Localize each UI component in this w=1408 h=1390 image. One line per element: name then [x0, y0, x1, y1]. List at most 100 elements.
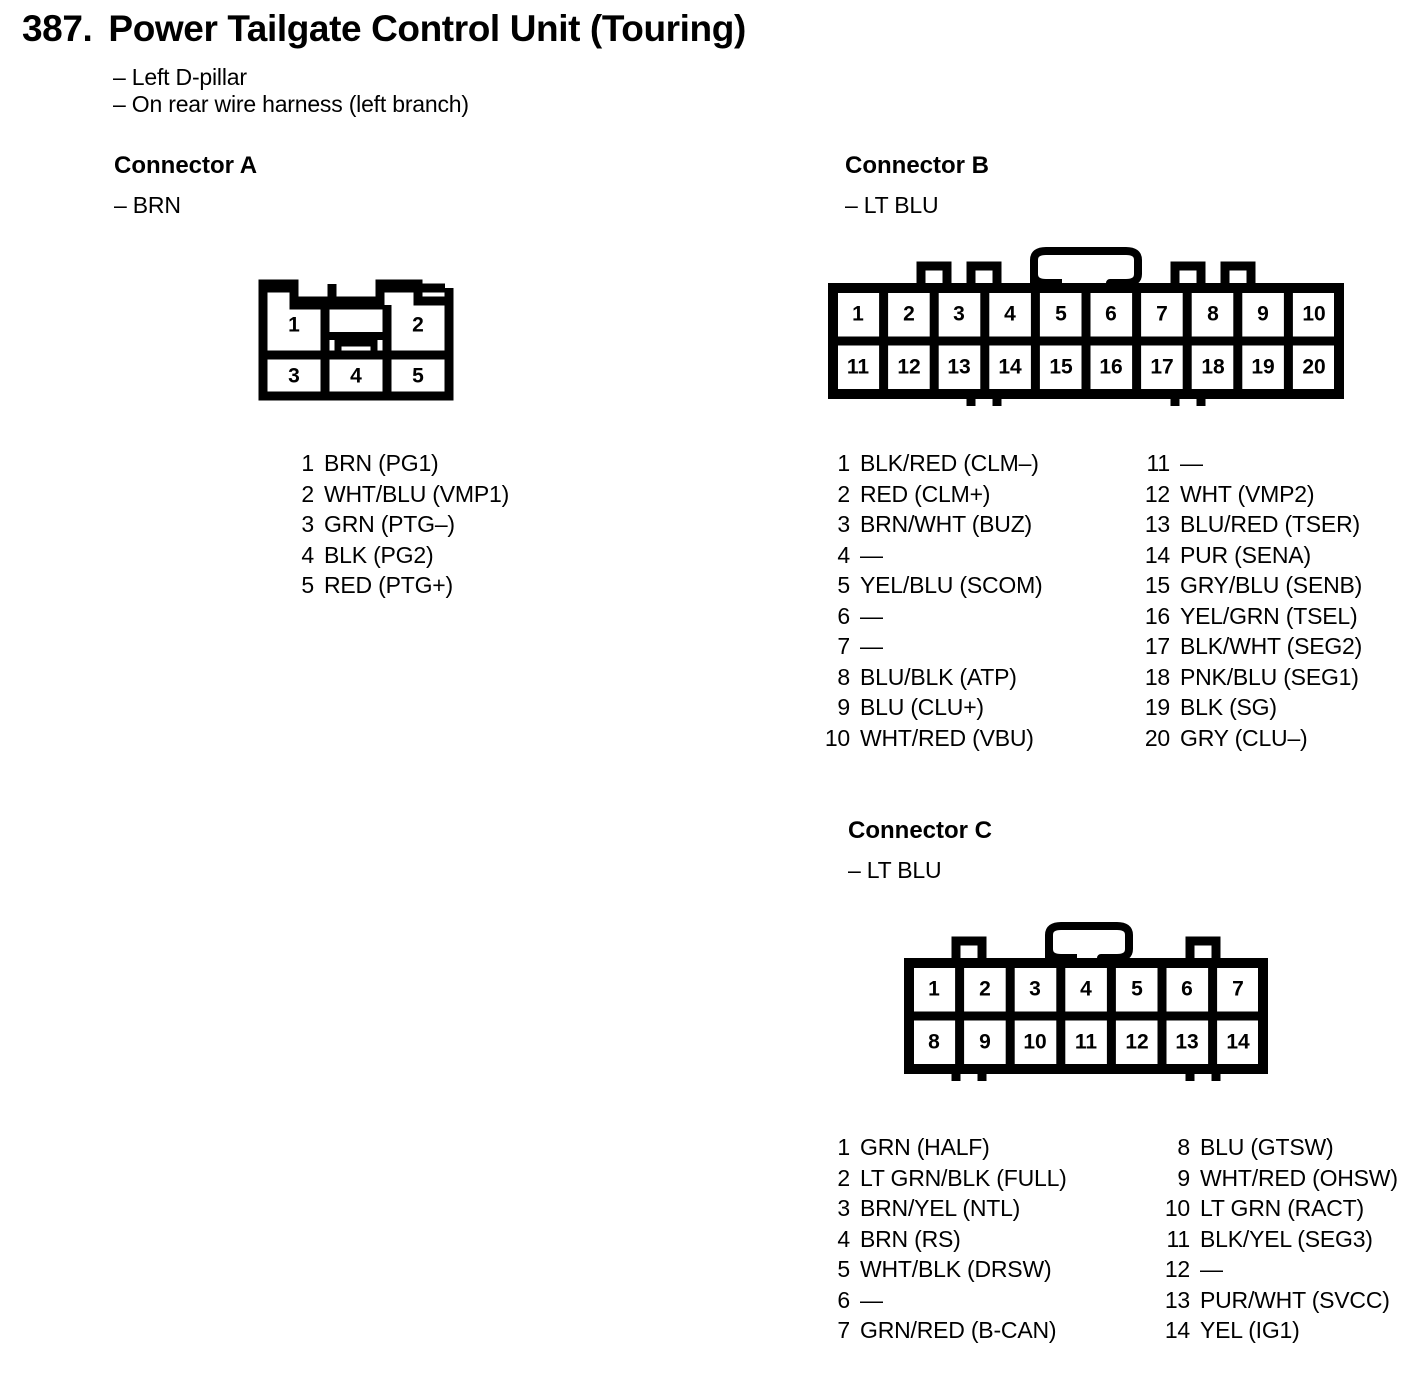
- connector-c-cell-1: 1: [928, 977, 940, 1001]
- pin-label: WHT/BLK (DRSW): [860, 1256, 1052, 1282]
- pin-label: BLK (PG2): [324, 541, 434, 568]
- connector-c-cell-5: 5: [1131, 977, 1143, 1001]
- connector-c-cell-4: 4: [1080, 977, 1092, 1001]
- connector-c-cell-9: 9: [979, 1030, 991, 1054]
- connector-c-diagram: 1 2 3 4 5 6 7 8 9 10 11 12 13 14: [904, 921, 1268, 1081]
- pin-row: 11 —: [1136, 450, 1362, 481]
- pin-label: —: [860, 633, 883, 659]
- pin-row: 9 WHT/RED (OHSW): [1156, 1165, 1398, 1196]
- pin-number: 3: [837, 511, 850, 537]
- pin-label: WHT/RED (VBU): [860, 724, 1034, 751]
- note-harness: – On rear wire harness (left branch): [113, 91, 469, 117]
- connector-b-diagram: 1 2 3 4 5 6 7 8 9 10 11 12 13 14 15 16 1…: [828, 246, 1344, 406]
- connector-b-pin-list-right: 11 — 12 WHT (VMP2) 13 BLU/RED (TSER) 14 …: [1136, 450, 1362, 755]
- pin-label: BLK/YEL (SEG3): [1200, 1225, 1373, 1252]
- pin-label: PUR (SENA): [1180, 541, 1311, 568]
- pin-number: 18: [1144, 663, 1170, 690]
- pin-row: 6 —: [816, 1287, 1067, 1318]
- connector-c-cell-6: 6: [1181, 977, 1193, 1001]
- page-title: 387.Power Tailgate Control Unit (Touring…: [22, 8, 746, 50]
- pin-label: GRN (PTG–): [324, 511, 455, 537]
- connector-b-cell-10: 10: [1302, 302, 1326, 326]
- pin-label: BLK/RED (CLM–): [860, 450, 1039, 476]
- connector-c-cell-7: 7: [1232, 977, 1244, 1001]
- pin-number: 1: [837, 1134, 850, 1160]
- connector-c-cell-12: 12: [1125, 1030, 1149, 1054]
- pin-number: 3: [301, 511, 314, 537]
- pin-number: 3: [837, 1195, 850, 1221]
- connector-a-cell-4: 4: [350, 364, 362, 388]
- pin-label: PNK/BLU (SEG1): [1180, 663, 1359, 690]
- connector-b-cell-3: 3: [953, 302, 965, 326]
- pin-label: BLU/RED (TSER): [1180, 511, 1360, 537]
- page-title-text: Power Tailgate Control Unit (Touring): [108, 8, 746, 49]
- connector-c-cell-11: 11: [1074, 1030, 1098, 1054]
- pin-row: 5 WHT/BLK (DRSW): [816, 1256, 1067, 1287]
- pin-row: 2 LT GRN/BLK (FULL): [816, 1164, 1066, 1196]
- note-location: – Left D-pillar: [113, 64, 247, 90]
- pin-row: 12 —: [1156, 1256, 1398, 1287]
- connector-c-cell-2: 2: [979, 977, 991, 1001]
- connector-a-outline: [258, 279, 454, 401]
- pin-row: 2 RED (CLM+): [816, 481, 1043, 512]
- connector-b-cell-18: 18: [1201, 355, 1225, 379]
- pin-row: 14 YEL (IG1): [1156, 1317, 1398, 1348]
- pin-label: GRY (CLU–): [1180, 724, 1308, 751]
- connector-b-cell-12: 12: [897, 355, 921, 379]
- pin-number: 16: [1144, 602, 1170, 629]
- connector-b-pin-list-left: 1 BLK/RED (CLM–) 2 RED (CLM+) 3 BRN/WHT …: [816, 450, 1043, 755]
- pin-number: 19: [1144, 694, 1170, 720]
- connector-b-cell-1: 1: [852, 302, 864, 326]
- pin-label: —: [860, 541, 883, 568]
- pin-row: 12 WHT (VMP2): [1136, 481, 1362, 512]
- pin-number: 2: [301, 480, 314, 507]
- connector-a-cell-3: 3: [288, 364, 300, 388]
- connector-b-cell-2: 2: [903, 302, 915, 326]
- pin-label: WHT/RED (OHSW): [1200, 1164, 1398, 1191]
- connector-a-color: – BRN: [114, 192, 181, 218]
- connector-b-cell-17: 17: [1150, 355, 1174, 379]
- pin-row: 9 BLU (CLU+): [816, 694, 1043, 725]
- pin-label: BLU/BLK (ATP): [860, 663, 1017, 690]
- pin-number: 9: [1177, 1164, 1190, 1191]
- connector-b-cell-4: 4: [1004, 302, 1016, 326]
- pin-row: 6 —: [816, 603, 1043, 634]
- pin-row: 10 WHT/RED (VBU): [816, 725, 1043, 756]
- connector-b-color: – LT BLU: [845, 192, 939, 218]
- pin-label: RED (CLM+): [860, 480, 991, 507]
- pin-row: 19 BLK (SG): [1136, 694, 1362, 725]
- pin-number: 2: [837, 1164, 850, 1191]
- pin-label: —: [1180, 450, 1203, 476]
- pin-number: 14: [1164, 1317, 1190, 1343]
- connector-b-cell-8: 8: [1207, 302, 1219, 326]
- pin-row: 5 RED (PTG+): [280, 572, 509, 603]
- connector-b-cell-9: 9: [1257, 302, 1269, 326]
- pin-row: 4 BLK (PG2): [280, 542, 509, 573]
- pin-number: 14: [1144, 541, 1170, 568]
- pin-label: WHT/BLU (VMP1): [324, 480, 510, 507]
- connector-c-pin-list-left: 1 GRN (HALF) 2 LT GRN/BLK (FULL) 3 BRN/Y…: [816, 1134, 1067, 1348]
- pin-number: 2: [837, 480, 850, 507]
- pin-row: 14 PUR (SENA): [1136, 542, 1362, 573]
- pin-label: —: [860, 602, 883, 629]
- connector-a-heading: Connector A: [114, 152, 258, 179]
- pin-number: 6: [837, 602, 850, 629]
- connector-c-pin-list-right: 8 BLU (GTSW) 9 WHT/RED (OHSW) 10 LT GRN …: [1156, 1134, 1398, 1348]
- pin-number: 13: [1144, 511, 1170, 537]
- pin-label: YEL (IG1): [1200, 1317, 1300, 1343]
- pin-number: 4: [301, 541, 314, 568]
- pin-row: 7 —: [816, 633, 1043, 664]
- pin-row: 8 BLU (GTSW): [1156, 1134, 1398, 1165]
- pin-number: 13: [1164, 1286, 1190, 1313]
- pin-label: YEL/GRN (TSEL): [1180, 602, 1358, 629]
- pin-number: 10: [824, 724, 850, 751]
- pin-label: BLU (GTSW): [1200, 1134, 1334, 1160]
- pin-number: 4: [837, 1225, 850, 1252]
- connector-c-cell-8: 8: [928, 1030, 940, 1054]
- pin-row: 4 BRN (RS): [816, 1226, 1067, 1257]
- pin-label: BRN/WHT (BUZ): [860, 511, 1033, 537]
- pin-label: BRN/YEL (NTL): [860, 1195, 1021, 1221]
- pin-number: 8: [837, 663, 850, 690]
- pin-number: 5: [837, 572, 850, 598]
- connector-b-cell-19: 19: [1251, 355, 1275, 379]
